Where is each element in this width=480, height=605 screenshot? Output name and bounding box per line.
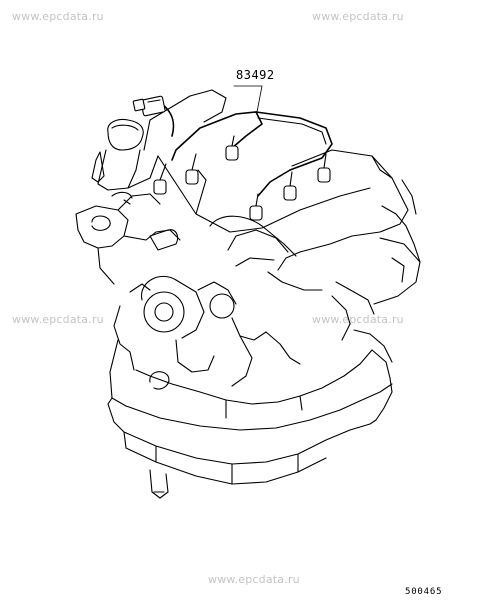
callout-leader: [233, 85, 263, 113]
watermark: www.epcdata.ru: [208, 573, 300, 586]
diagram-id-label: 500465: [405, 587, 443, 597]
watermark: www.epcdata.ru: [312, 313, 404, 326]
watermark: www.epcdata.ru: [12, 10, 104, 23]
watermark: www.epcdata.ru: [12, 313, 104, 326]
part-number-label[interactable]: 83492: [236, 68, 275, 82]
watermark: www.epcdata.ru: [312, 10, 404, 23]
engine-block: [75, 89, 421, 499]
ignition-harness-83492: [132, 95, 333, 221]
